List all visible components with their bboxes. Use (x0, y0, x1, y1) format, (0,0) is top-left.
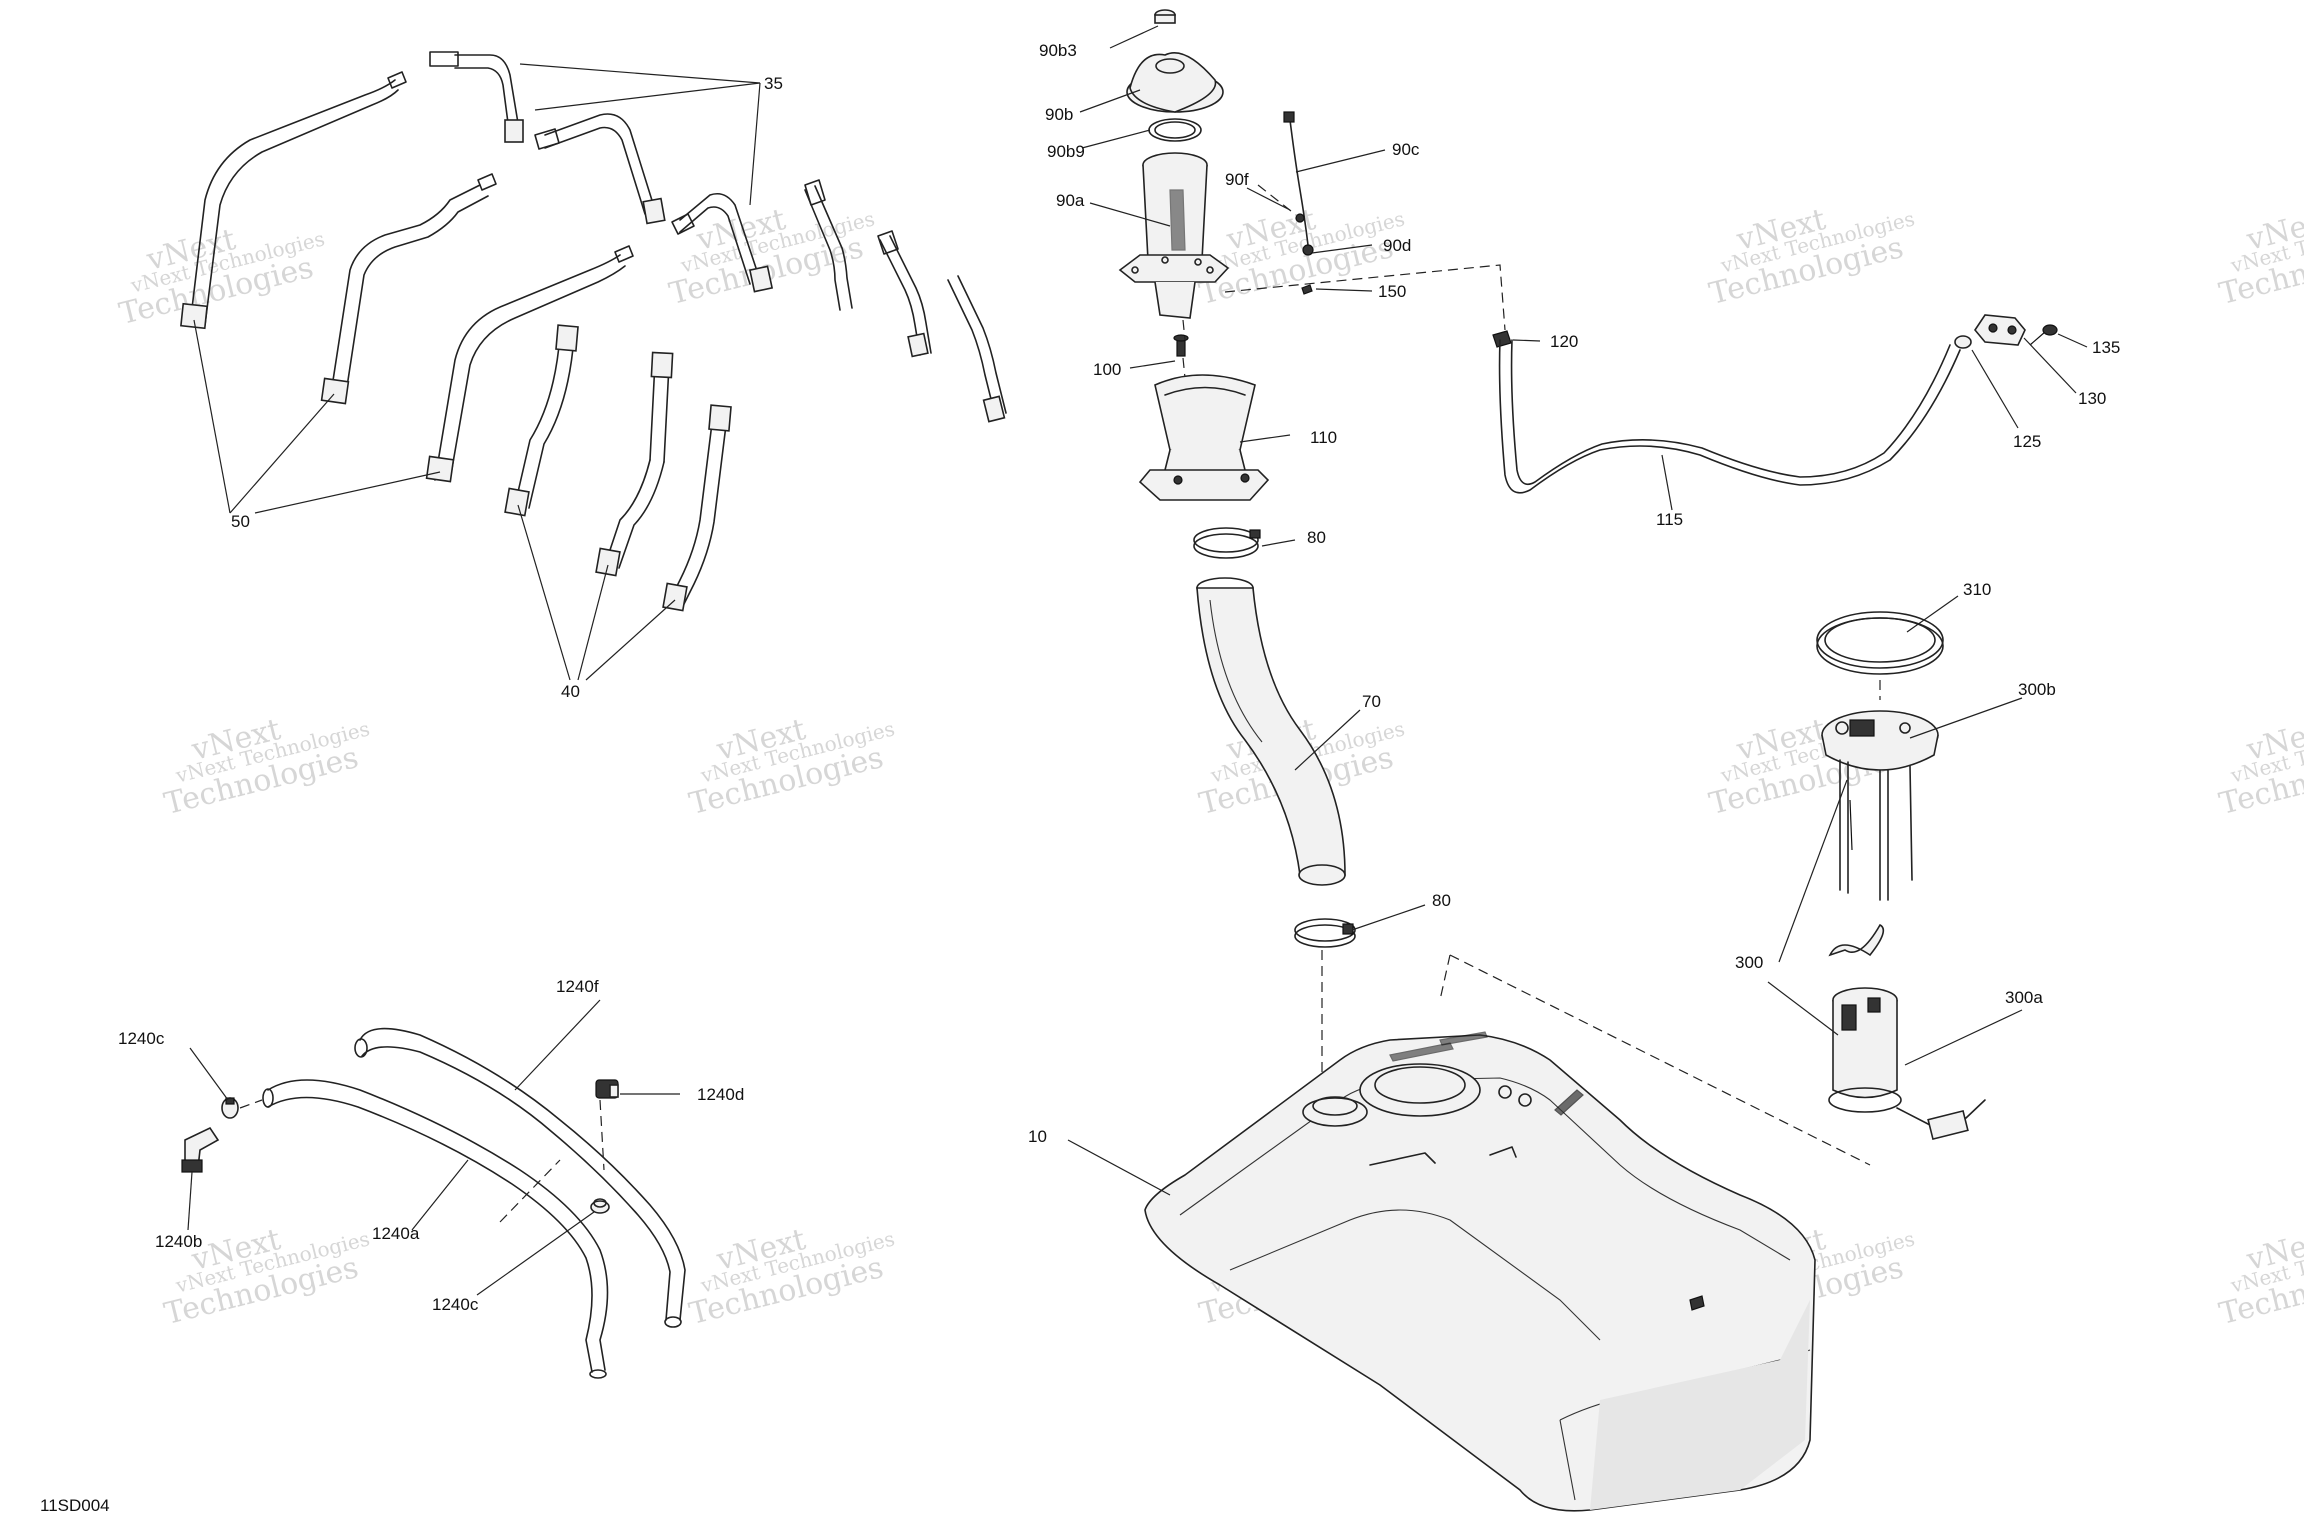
connector-1240c-lower (590, 1198, 610, 1214)
watermark: vNext vNext Technologies Technologies (161, 712, 372, 822)
callout-1240f: 1240f (556, 977, 599, 996)
pump-module-300a (1828, 923, 1986, 1141)
callout-80-lower: 80 (1432, 891, 1451, 910)
strap-group (180, 51, 1007, 612)
watermark: vNext vNext Technologies Technologies (1706, 202, 1917, 312)
callout-40: 40 (561, 682, 580, 701)
callout-135: 135 (2092, 338, 2120, 357)
callout-125: 125 (2013, 432, 2041, 451)
callout-90b9: 90b9 (1047, 142, 1085, 161)
watermark: vNext vNext Technologies Technologies (686, 712, 897, 822)
callout-90f: 90f (1225, 170, 1249, 189)
callout-1240c-lower: 1240c (432, 1295, 479, 1314)
screw (1173, 334, 1189, 357)
filler-neck-body (1118, 152, 1230, 319)
callout-300a: 300a (2005, 988, 2043, 1007)
callout-90b3: 90b3 (1039, 41, 1077, 60)
vent-fitting-130 (1974, 314, 2026, 346)
fuel-tank (1144, 1031, 1816, 1512)
watermark: vNext vNext Technologies Technologies (2216, 202, 2304, 312)
callout-310: 310 (1963, 580, 1991, 599)
pump-flange-300b (1821, 710, 1939, 901)
vent-valve-120 (1492, 330, 1512, 348)
filler-hose (1196, 577, 1346, 886)
callout-130: 130 (2078, 389, 2106, 408)
callout-90c: 90c (1392, 140, 1420, 159)
fuel-pump-assembly (1439, 611, 1986, 1166)
strap-35-c (671, 192, 774, 293)
callout-1240c-upper: 1240c (118, 1029, 165, 1048)
callout-50: 50 (231, 512, 250, 531)
watermark: vNext vNext Technologies Technologies (686, 1222, 897, 1332)
strap-35-d (804, 179, 853, 311)
hose-1240a (262, 1079, 609, 1379)
strap-40-b (595, 351, 674, 577)
drawing-code: 11SD004 (40, 1496, 110, 1515)
strap-35-a (429, 51, 524, 143)
watermark: vNext vNext Technologies Technologies (1196, 202, 1407, 312)
hose-clamp-upper (1193, 527, 1261, 559)
callout-70: 70 (1362, 692, 1381, 711)
callout-1240a: 1240a (372, 1224, 420, 1243)
strap-50-b (320, 173, 497, 405)
hose-clamp-lower (1294, 918, 1356, 948)
strap-35-f (947, 275, 1007, 423)
vent-connector-125 (1954, 335, 1972, 349)
vent-line-assembly (1492, 314, 2058, 494)
callout-100: 100 (1093, 360, 1121, 379)
strap-35-b (534, 113, 666, 225)
strap-50-c (425, 245, 634, 483)
watermark: vNext vNext Technologies Technologies (2216, 712, 2304, 822)
callout-1240b: 1240b (155, 1232, 202, 1251)
callout-labels: 35 50 40 90b3 90b 90b9 90a 90c 90f 90d 1… (118, 41, 2120, 1314)
filler-housing (1138, 374, 1270, 501)
callout-35: 35 (764, 74, 783, 93)
callout-10: 10 (1028, 1127, 1047, 1146)
callout-300b: 300b (2018, 680, 2056, 699)
callout-115: 115 (1656, 510, 1683, 529)
callout-90a: 90a (1056, 191, 1085, 210)
lock-ring-310 (1816, 611, 1944, 675)
callout-90d: 90d (1383, 236, 1411, 255)
vent-hose-set (181, 1027, 686, 1379)
strap-50-a (180, 71, 407, 330)
strap-40-c (662, 404, 732, 612)
callout-300: 300 (1735, 953, 1763, 972)
watermark: vNext vNext Technologies Technologies (2216, 1222, 2304, 1332)
connector-1240c-upper (221, 1097, 239, 1119)
callout-110: 110 (1310, 428, 1337, 447)
callout-150: 150 (1378, 282, 1406, 301)
callout-120: 120 (1550, 332, 1578, 351)
hose-1240f (354, 1027, 686, 1328)
leader-lines (187, 25, 2088, 1296)
strap-leaders (193, 63, 761, 681)
filler-cap (1126, 51, 1224, 113)
callout-1240d: 1240d (697, 1085, 744, 1104)
elbow-1240b (181, 1126, 220, 1173)
strap-40-a (504, 324, 579, 517)
filler-cap-assembly (1118, 9, 1506, 1110)
callout-80-upper: 80 (1307, 528, 1326, 547)
watermark: vNext vNext Technologies Technologies (116, 222, 327, 332)
strap-35-e (877, 230, 932, 358)
watermark: vNext vNext Technologies Technologies (161, 1222, 372, 1332)
fitting-1240d (595, 1079, 619, 1099)
screw-135 (2029, 324, 2058, 346)
callout-90b: 90b (1045, 105, 1073, 124)
